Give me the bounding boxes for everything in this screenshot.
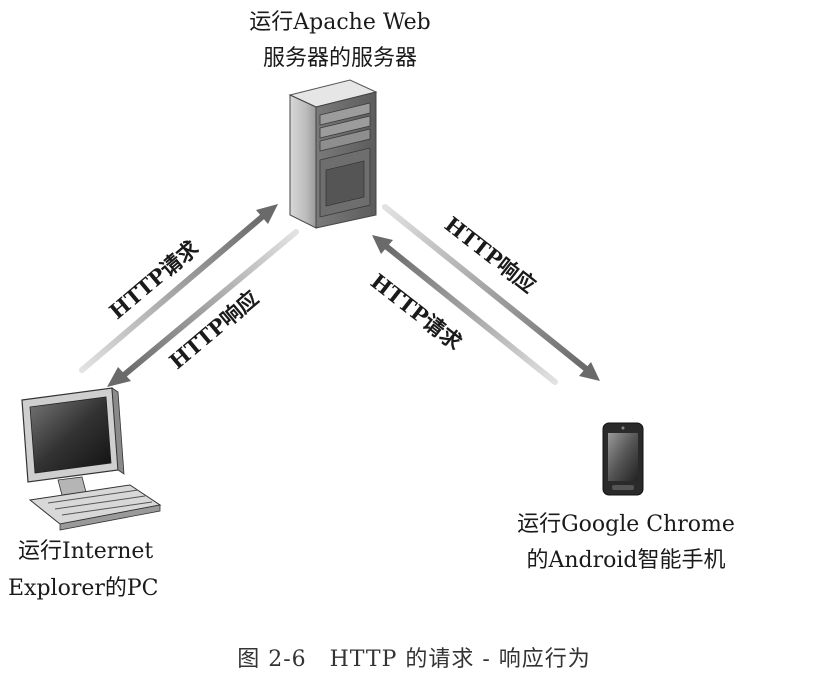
figure-caption: 图 2-6 HTTP 的请求 - 响应行为 [237,647,591,672]
phone-label-line2: 的Android智能手机 [526,548,726,573]
arrow-pc-response [107,229,299,387]
pc-icon [21,387,162,531]
pc-label-line1: 运行Internet [18,539,154,564]
arrow-phone-request [372,235,558,385]
phone-icon [602,422,644,496]
server-label-line1: 运行Apache Web [249,10,431,35]
pc-label-line2: Explorer的PC [8,576,159,601]
server-icon [288,79,378,229]
server-label-line2: 服务器的服务器 [262,46,418,71]
arrow-pc-request [79,204,278,373]
arrow-phone-response [382,204,600,381]
phone-label-line1: 运行Google Chrome [517,512,735,537]
